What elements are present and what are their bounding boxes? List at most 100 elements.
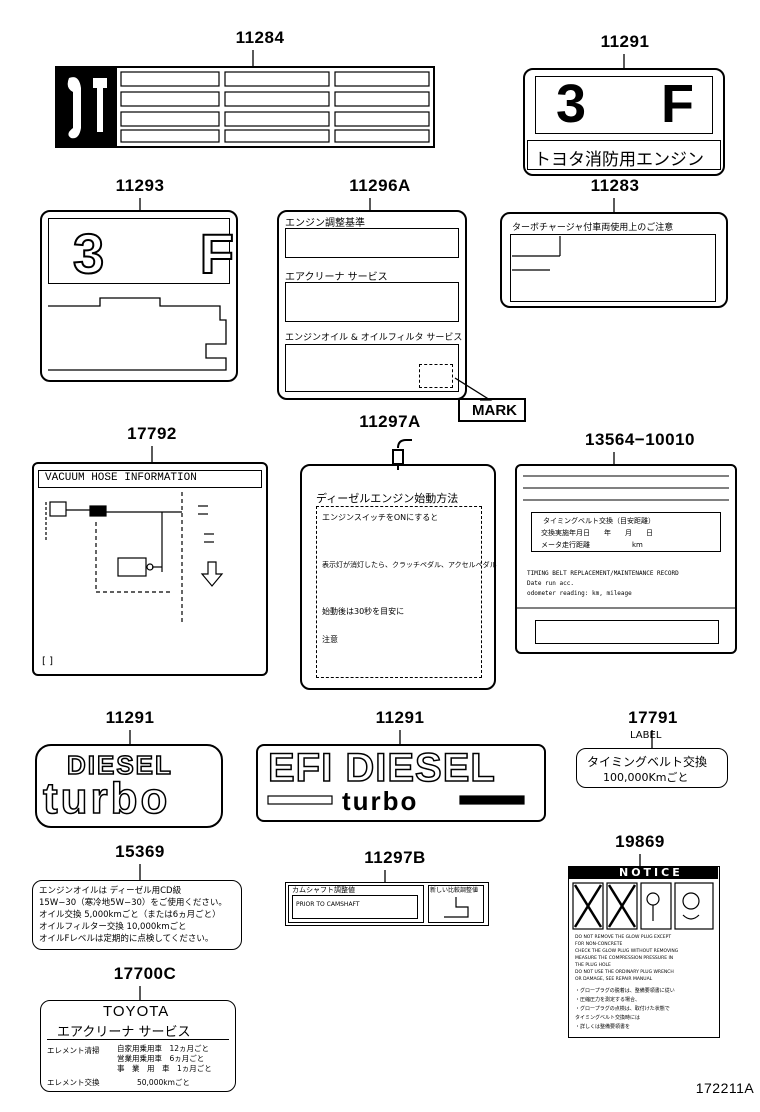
- camshaft-jp: カムシャフト調整値: [292, 886, 355, 894]
- oil-line-2: 15W−30（寒冷地5W−30）をご使用ください。: [39, 898, 227, 908]
- footer-text: [ ]: [42, 656, 53, 667]
- inner-box: [510, 234, 716, 302]
- interval-text: 100,000Kmごと: [603, 771, 689, 784]
- part-number-11291-efi: 11291: [375, 708, 425, 727]
- diesel-start-header: ディーゼルエンジン始動方法: [316, 492, 459, 505]
- new-value-jp: 新しい比較調整値: [430, 887, 479, 894]
- oil-line-5: オイルFレベルは定期的に点検してください。: [39, 934, 214, 944]
- diesel-text: DIESEL: [66, 749, 173, 781]
- notice-line-12: ・詳しくは整備要領書を: [575, 1024, 631, 1030]
- part-number-17792: 17792: [127, 424, 177, 443]
- notice-line-1: DO NOT REMOVE THE GLOW PLUG EXCEPT: [575, 935, 672, 940]
- label-17792: VACUUM HOSE INFORMATION [ ]: [32, 462, 268, 676]
- left-panel: [288, 885, 424, 923]
- commercial-car: 事 業 用 車 1ヵ月ごと: [117, 1064, 212, 1073]
- business-car: 営業用乗用車 6ヵ月ごと: [117, 1054, 205, 1063]
- inner-lines: [512, 236, 561, 271]
- label-11293: 3 F: [40, 210, 238, 382]
- element-clean: エレメント清掃: [47, 1046, 100, 1055]
- label-11291-efi-diesel: EFI DIESEL turbo: [256, 744, 546, 822]
- step-1: エンジンスイッチをONにすると: [322, 513, 439, 522]
- notice-line-8: ・グロープラグの脱着は、整備要領書に従い: [575, 988, 675, 994]
- label-17700c: TOYOTA エアクリーナ サービス エレメント清掃 自家用乗用車 12ヵ月ごと…: [40, 1000, 236, 1092]
- notice-line-4: MEASURE THE COMPRESSION PRESSURE IN: [575, 956, 674, 961]
- big-text-box: 3 F: [535, 74, 713, 134]
- part-number-19869: 19869: [615, 832, 665, 851]
- wrench-icon: [57, 68, 430, 146]
- english-title: TIMING BELT REPLACEMENT/MAINTENANCE RECO…: [527, 570, 679, 577]
- notice-line-9: ・圧縮圧力を測定する場合、: [575, 997, 641, 1003]
- notice-line-7: OR DAMAGE, SEE REPAIR MANUAL: [575, 977, 653, 982]
- air-cleaner-service: エアクリーナ サービス: [57, 1025, 191, 1040]
- label-17791: タイミングベルト交換 100,000Kmごと: [576, 748, 728, 788]
- figure-id: 172211A: [695, 1080, 755, 1096]
- part-number-11291-diesel: 11291: [105, 708, 155, 727]
- camshaft-box: [292, 895, 418, 919]
- part-number-17700c: 17700C: [113, 964, 177, 983]
- big-text-box: 3 F: [48, 218, 235, 286]
- notice-line-11: タイミングベルト交換時には: [575, 1015, 641, 1021]
- toyota-text: TOYOTA: [103, 1003, 170, 1020]
- instruction-frame: [316, 506, 482, 678]
- part-number-11283: 11283: [590, 176, 640, 195]
- header-box: VACUUM HOSE INFORMATION: [38, 470, 262, 488]
- header-engine-adjust: エンジン調整基準: [285, 218, 365, 229]
- vacuum-hose-header: VACUUM HOSE INFORMATION: [45, 472, 197, 484]
- box-1: [285, 228, 459, 258]
- label-15369: エンジンオイルは ディーゼル用CD級 15W−30（寒冷地5W−30）をご使用く…: [32, 880, 242, 950]
- bottom-box: [535, 620, 719, 644]
- label-11297a: ディーゼルエンジン始動方法 エンジンスイッチをONにすると 表示灯が消灯したら、…: [300, 464, 497, 690]
- efi-diesel-text: EFI DIESEL: [267, 745, 496, 791]
- label-11296a: エンジン調整基準 エアクリーナ サービス エンジンオイル & オイルフィルタ サ…: [277, 210, 467, 400]
- notice-header-bar: [569, 867, 718, 879]
- part-number-11284: 11284: [235, 28, 285, 47]
- notice-line-3: CHECK THE GLOW PLUG WITHOUT REMOVING: [575, 949, 679, 954]
- camshaft-en: PRIOR TO CAMSHAFT: [296, 901, 360, 908]
- label-13564-10010: タイミングベルト交換（目安距離） 交換実施年月日 年 月 日 メータ走行距離 k…: [515, 464, 737, 654]
- vacuum-hose-diagram: [45, 492, 224, 622]
- big-text: 3 F: [556, 74, 725, 134]
- oil-line-1: エンジンオイルは ディーゼル用CD級: [39, 886, 182, 896]
- sub-text-box: トヨタ消防用エンジン: [527, 140, 721, 170]
- timing-belt-title: タイミングベルト交換（目安距離）: [543, 517, 655, 525]
- label-11291-diesel-turbo: DIESEL turbo: [35, 744, 223, 828]
- mark-area: [419, 364, 453, 388]
- box-2: [285, 282, 459, 322]
- mark-callout: MARK: [458, 398, 526, 422]
- notice-line-6: DO NOT USE THE ORDINARY PLUG WRENCH: [575, 970, 674, 975]
- private-car: 自家用乗用車 12ヵ月ごと: [117, 1044, 210, 1053]
- timing-belt-date: 交換実施年月日 年 月 日: [541, 529, 653, 537]
- step-4-caution: 注意: [322, 635, 338, 644]
- label-11283: ターボチャージャ付車両使用上のご注意: [500, 212, 728, 308]
- step-2: 表示灯が消灯したら、クラッチペダル、アクセルペダル: [322, 561, 497, 569]
- step-outline: [48, 297, 227, 371]
- sub-text: トヨタ消防用エンジン: [534, 150, 704, 170]
- part-number-15369: 15369: [115, 842, 165, 861]
- label-11284: [55, 66, 435, 148]
- notice-header: NOTICE: [619, 866, 683, 879]
- part-number-11297a: 11297A: [359, 412, 421, 431]
- part-number-13564: 13564−10010: [585, 430, 695, 449]
- part-number-11291-engine: 11291: [600, 32, 650, 51]
- warning-pictograms: [572, 882, 714, 930]
- notice-line-2: FOR NON-CONCRETE: [575, 942, 623, 947]
- english-date: Date run acc.: [527, 580, 574, 587]
- divider: [47, 1039, 229, 1040]
- box-3: [285, 344, 459, 392]
- step-3: 始動後は30秒を目安に: [322, 607, 405, 616]
- label-11297b: カムシャフト調整値 PRIOR TO CAMSHAFT 新しい比較調整値: [285, 882, 489, 926]
- timing-belt-text: タイミングベルト交換: [587, 755, 708, 769]
- notice-line-5: THE PLUG HOLE: [575, 963, 611, 968]
- label-caption: LABEL: [630, 730, 662, 741]
- english-odometer: odometer reading: km, mileage: [527, 590, 632, 597]
- notice-line-10: ・グロープラグの点検は、取付けた状態で: [575, 1006, 670, 1012]
- turbo-small-text: turbo: [342, 786, 419, 816]
- part-number-17791: 17791: [628, 708, 678, 727]
- mark-text: MARK: [472, 402, 517, 419]
- turbo-text: turbo: [42, 773, 171, 824]
- big-text: 3 F: [72, 221, 274, 286]
- part-number-11297b: 11297B: [364, 848, 426, 867]
- replace-interval: 50,000kmごと: [137, 1078, 190, 1087]
- step-shape: [444, 897, 469, 918]
